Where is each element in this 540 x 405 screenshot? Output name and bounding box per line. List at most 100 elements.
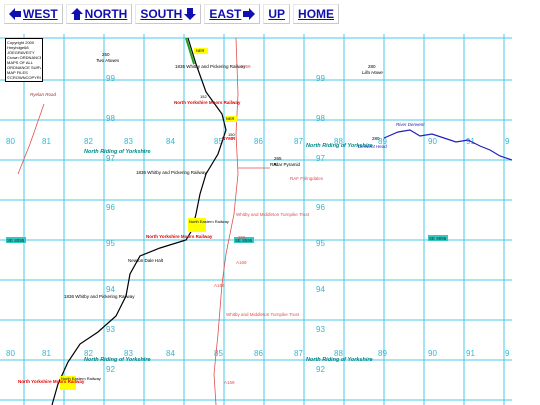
arrow-left-icon	[9, 8, 21, 20]
copyright-line: MAP FILES	[7, 70, 28, 75]
railway-green-segment	[185, 37, 195, 65]
grid-num: 93	[106, 325, 115, 334]
nymr-label-b: North Yorkshire Moors Railway	[146, 234, 213, 239]
square-label-se: SE 9095	[429, 236, 447, 241]
home-button[interactable]: HOME	[293, 4, 340, 24]
east-button[interactable]: EAST	[204, 4, 261, 24]
region-label: North Riding of Yorkshire	[306, 143, 373, 149]
grid-num: 93	[316, 325, 325, 334]
rail-num-150: 150	[228, 132, 235, 137]
ryelan-road-label: Ryelan Road	[30, 92, 57, 97]
up-button[interactable]: UP	[263, 4, 291, 24]
home-label: HOME	[298, 7, 335, 21]
ner-label-b: North Eastern Railway	[61, 376, 101, 381]
two-howes-label: Two Howes	[96, 58, 120, 63]
grid-num: 89	[378, 137, 387, 146]
region-label: North Riding of Yorkshire	[84, 149, 151, 155]
grid-num: 9	[505, 137, 510, 146]
copyright-line: JOEGRAVEITY	[7, 50, 35, 55]
region-labels: North Riding of Yorkshire North Riding o…	[84, 143, 373, 363]
rail-num-152: 152	[200, 94, 207, 99]
road-labels: A169 A169 A169 A169 Whitby and Middleton…	[214, 64, 324, 385]
a169-label: A169	[240, 64, 251, 69]
grid-numbers: 99 98 97 96 95 94 93 92 99 98 97 96 95 9…	[6, 74, 510, 374]
arrow-up-icon	[70, 8, 83, 20]
map-canvas: 99 98 97 96 95 94 93 92 99 98 97 96 95 9…	[0, 34, 512, 405]
grid-num: 81	[42, 349, 51, 358]
lilla-howe-label: Lilla Howe	[362, 70, 383, 75]
copyright-line: Hmyhdge68	[7, 45, 29, 50]
grid-num: 84	[166, 349, 175, 358]
a169-label: A169	[214, 283, 225, 288]
ner-label-a: North Eastern Railway	[189, 219, 229, 224]
grid-num: 92	[106, 365, 115, 374]
grid-num: 82	[84, 349, 93, 358]
grid-num: 92	[316, 365, 325, 374]
newton-dale-halt-label: Newton Dale Halt	[128, 258, 164, 263]
nymr-labels: North Yorkshire Moors Railway North York…	[18, 100, 241, 384]
grid-num: 95	[106, 239, 115, 248]
copyright-line: ORDNANCE SURVEY	[7, 65, 41, 70]
wr1836-label-c: 1836 Whitby and Pickering Railway	[64, 294, 135, 299]
grid-num: 86	[254, 349, 263, 358]
north-label: NORTH	[84, 7, 128, 21]
nymr-label-d: NYMR	[222, 136, 236, 141]
height-255: 255	[238, 235, 246, 240]
grid-num: 85	[214, 349, 223, 358]
turnpike-label-a: Whitby and Middleton Turnpike Trust	[236, 212, 310, 217]
railway-line	[51, 37, 227, 405]
ner-highlight-top	[194, 48, 208, 54]
square-label-mid: SE 8595	[235, 238, 253, 243]
grid-num: 87	[294, 349, 303, 358]
ner-top-label: NER	[196, 48, 205, 53]
a169-label: A169	[224, 380, 235, 385]
river-derwent-label: River Derwent	[396, 122, 425, 127]
derwent-head-label: Derwent Head	[358, 144, 387, 149]
place-labels: 250 Two Howes Ryelan Road 280 Lilla Howe…	[30, 52, 425, 263]
river-derwent	[383, 129, 512, 161]
wr1836-label-b: 1836 Whitby and Pickering Railway	[136, 170, 207, 175]
map-view[interactable]: 99 98 97 96 95 94 93 92 99 98 97 96 95 9…	[0, 34, 512, 405]
grid-num: 90	[428, 137, 437, 146]
copyright-line: ©CROWNCOPYRIGHT	[7, 75, 41, 80]
grid-num: 97	[316, 154, 325, 163]
railway-labels: NER 1836 Whitby and Pickering Railway NE…	[61, 48, 246, 381]
copyright-line: MAPS OF ALL	[7, 60, 34, 65]
west-label: WEST	[23, 7, 58, 21]
radar-label: Radar Pyramid	[270, 162, 301, 167]
south-label: SOUTH	[140, 7, 183, 21]
copyright-box: Copyright 2000 Hmyhdge68 JOEGRAVEITY Cro…	[5, 38, 43, 82]
square-label-sw: SE 8095	[7, 238, 25, 243]
grid-num: 90	[428, 349, 437, 358]
grid-num: 88	[334, 137, 343, 146]
grid-num: 98	[106, 114, 115, 123]
grid-num: 96	[316, 203, 325, 212]
up-label: UP	[268, 7, 286, 21]
east-label: EAST	[209, 7, 242, 21]
grid-num: 80	[6, 349, 15, 358]
ner-mid-label: NER	[226, 116, 235, 121]
grid-num: 99	[316, 74, 325, 83]
west-button[interactable]: WEST	[4, 4, 63, 24]
turnpike-label-b: Whitby and Middleton Turnpike Trust	[226, 312, 300, 317]
grid-num: 88	[334, 349, 343, 358]
grid-num: 97	[106, 154, 115, 163]
grid-num: 98	[316, 114, 325, 123]
arrow-down-icon	[184, 8, 197, 20]
square-labels: SE 8095 SE 8595 SE 9095	[6, 235, 448, 243]
grid-num: 99	[106, 74, 115, 83]
grid-num: 96	[106, 203, 115, 212]
derwent-head-height: 280	[372, 136, 380, 141]
grid-num: 94	[316, 285, 325, 294]
north-button[interactable]: NORTH	[65, 4, 133, 24]
grid-num: 9	[505, 349, 510, 358]
grid-num: 87	[294, 137, 303, 146]
grid-num: 86	[254, 137, 263, 146]
grid-lines	[0, 34, 512, 405]
grid-num: 83	[124, 349, 133, 358]
two-howes-height: 250	[102, 52, 110, 57]
south-button[interactable]: SOUTH	[135, 4, 202, 24]
lilla-howe-height: 280	[368, 64, 376, 69]
nymr-label-a: North Yorkshire Moors Railway	[174, 100, 241, 105]
radar-marker	[274, 163, 276, 165]
